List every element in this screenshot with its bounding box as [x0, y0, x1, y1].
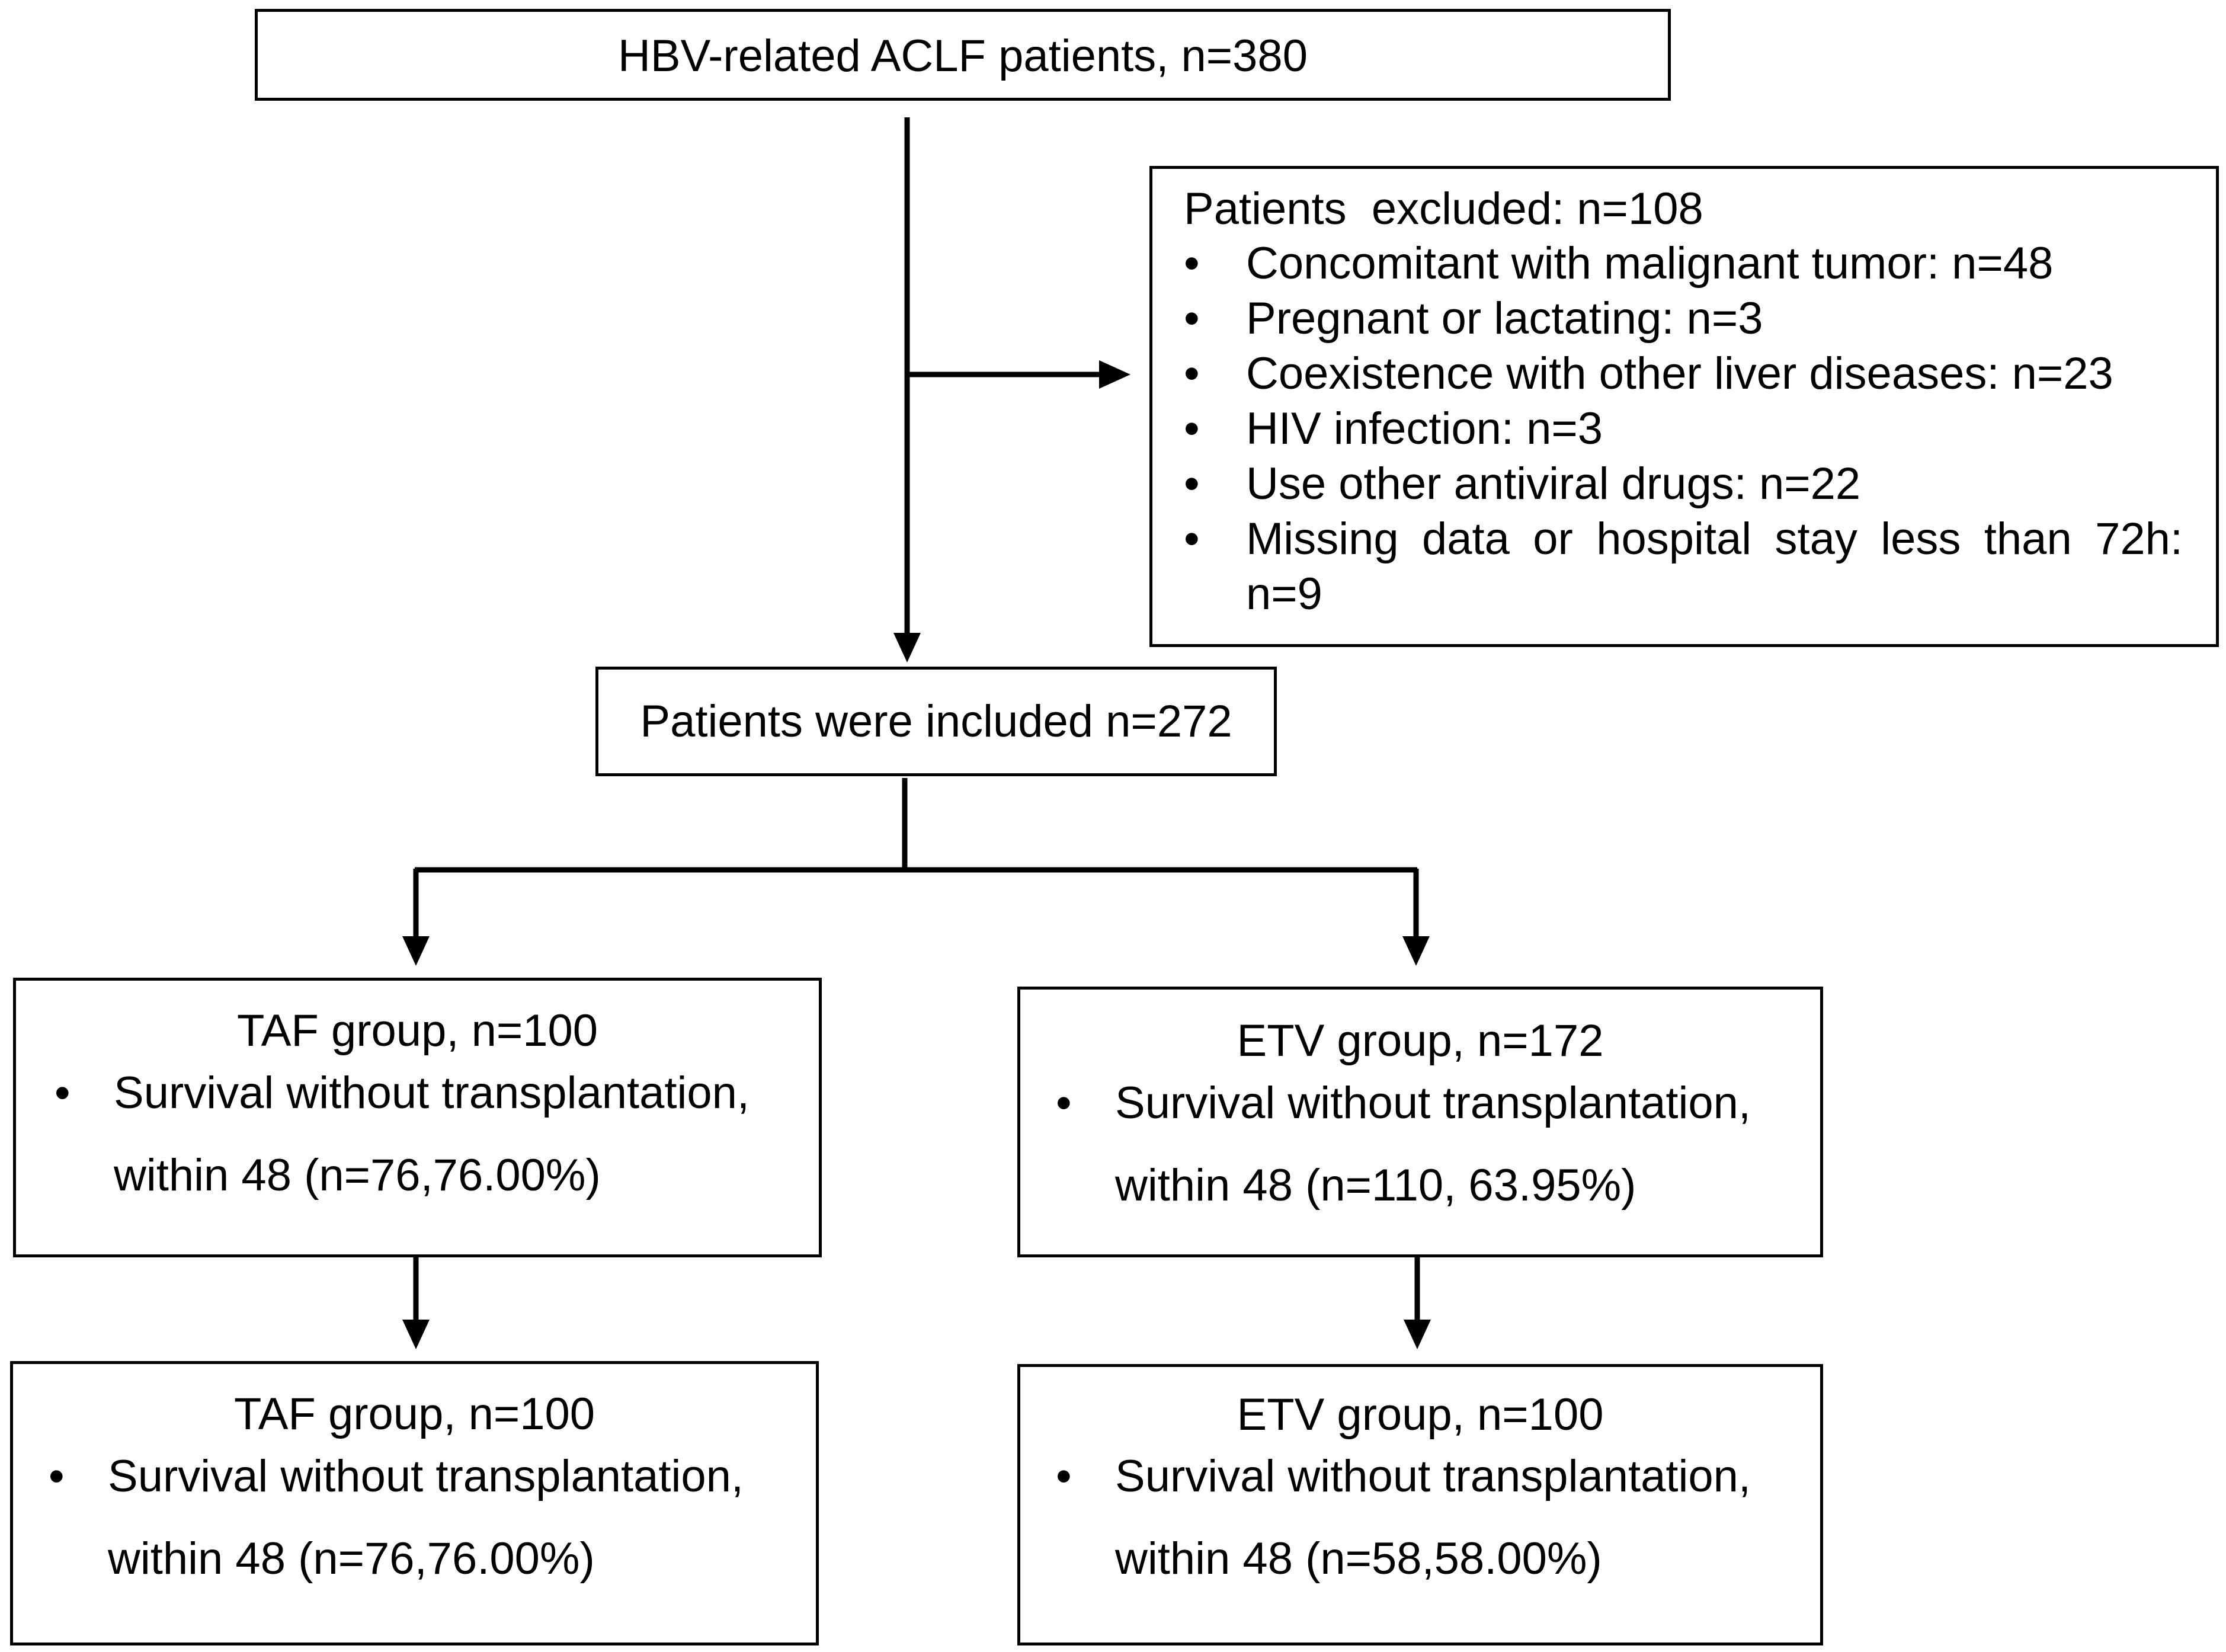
taf-group-box: TAF group, n=100 • Survival without tran…	[13, 978, 822, 1257]
group-line-2: within 48 (n=58,58.00%)	[1115, 1533, 1602, 1584]
group-title: ETV group, n=100	[1237, 1390, 1604, 1440]
bullet-icon: •	[1184, 293, 1200, 344]
group-title: TAF group, n=100	[233, 1389, 595, 1439]
arrowhead-taf-to-taf	[402, 1320, 430, 1349]
excluded-item: • HIV infection: n=3	[1184, 401, 2183, 456]
arrowhead-right-branch	[1402, 936, 1430, 966]
excluded-item: • Concomitant with malignant tumor: n=48	[1184, 236, 2183, 291]
arrowhead-etv-to-etv	[1404, 1320, 1431, 1349]
arrowhead-left-branch	[402, 936, 430, 966]
bullet-icon: •	[49, 1451, 65, 1501]
bullet-icon: •	[1184, 238, 1200, 289]
group-body: • Survival without transplantation, with…	[1056, 1062, 1751, 1227]
excluded-item-text: HIV infection: n=3	[1246, 404, 1603, 454]
excluded-item-text: Use other antiviral drugs: n=22	[1246, 459, 1861, 509]
taf-matched-group-box: TAF group, n=100 • Survival without tran…	[10, 1361, 819, 1645]
excluded-box: Patients excluded: n=108 • Concomitant w…	[1149, 166, 2219, 647]
group-line-1: Survival without transplantation,	[108, 1451, 744, 1501]
top-box-text: HBV-related ACLF patients, n=380	[618, 31, 1308, 81]
bullet-icon: •	[1184, 459, 1200, 509]
arrowhead-excluded	[1099, 360, 1130, 389]
bullet-icon: •	[1056, 1451, 1072, 1501]
included-box: Patients were included n=272	[595, 667, 1277, 776]
arrowhead-included	[893, 633, 921, 662]
excluded-item: • Coexistence with other liver diseases:…	[1184, 346, 2183, 401]
bullet-icon: •	[1056, 1078, 1072, 1128]
group-title: TAF group, n=100	[236, 1006, 598, 1056]
group-body: • Survival without transplantation, with…	[1056, 1435, 1751, 1600]
excluded-title: Patients excluded: n=108	[1184, 184, 1703, 234]
bullet-icon: •	[55, 1068, 71, 1118]
excluded-item-text: Pregnant or lactating: n=3	[1246, 293, 1763, 344]
group-title: ETV group, n=172	[1237, 1016, 1604, 1066]
excluded-item-text: Concomitant with malignant tumor: n=48	[1246, 238, 2054, 289]
excluded-item-text: Coexistence with other liver diseases: n…	[1246, 348, 2113, 399]
excluded-item: • Pregnant or lactating: n=3	[1184, 291, 2183, 346]
excluded-item-text: Missing data or hospital stay less than …	[1246, 514, 2183, 619]
excluded-item: • Missing data or hospital stay less tha…	[1184, 511, 2183, 622]
etv-matched-group-box: ETV group, n=100 • Survival without tran…	[1017, 1364, 1823, 1645]
bullet-icon: •	[1184, 404, 1200, 454]
group-line-1: Survival without transplantation,	[114, 1068, 750, 1118]
excluded-item: • Use other antiviral drugs: n=22	[1184, 456, 2183, 511]
group-line-1: Survival without transplantation,	[1115, 1078, 1751, 1128]
group-body: • Survival without transplantation, with…	[55, 1052, 750, 1216]
excluded-list: • Concomitant with malignant tumor: n=48…	[1184, 236, 2183, 622]
group-line-1: Survival without transplantation,	[1115, 1451, 1751, 1501]
group-line-2: within 48 (n=110, 63.95%)	[1115, 1160, 1636, 1211]
bullet-icon: •	[1184, 348, 1200, 399]
top-box: HBV-related ACLF patients, n=380	[255, 9, 1671, 101]
bullet-icon: •	[1184, 514, 1200, 564]
included-box-text: Patients were included n=272	[640, 696, 1232, 747]
group-body: • Survival without transplantation, with…	[49, 1435, 744, 1600]
group-line-2: within 48 (n=76,76.00%)	[108, 1533, 595, 1584]
etv-group-box: ETV group, n=172 • Survival without tran…	[1017, 987, 1823, 1257]
group-line-2: within 48 (n=76,76.00%)	[114, 1150, 601, 1200]
